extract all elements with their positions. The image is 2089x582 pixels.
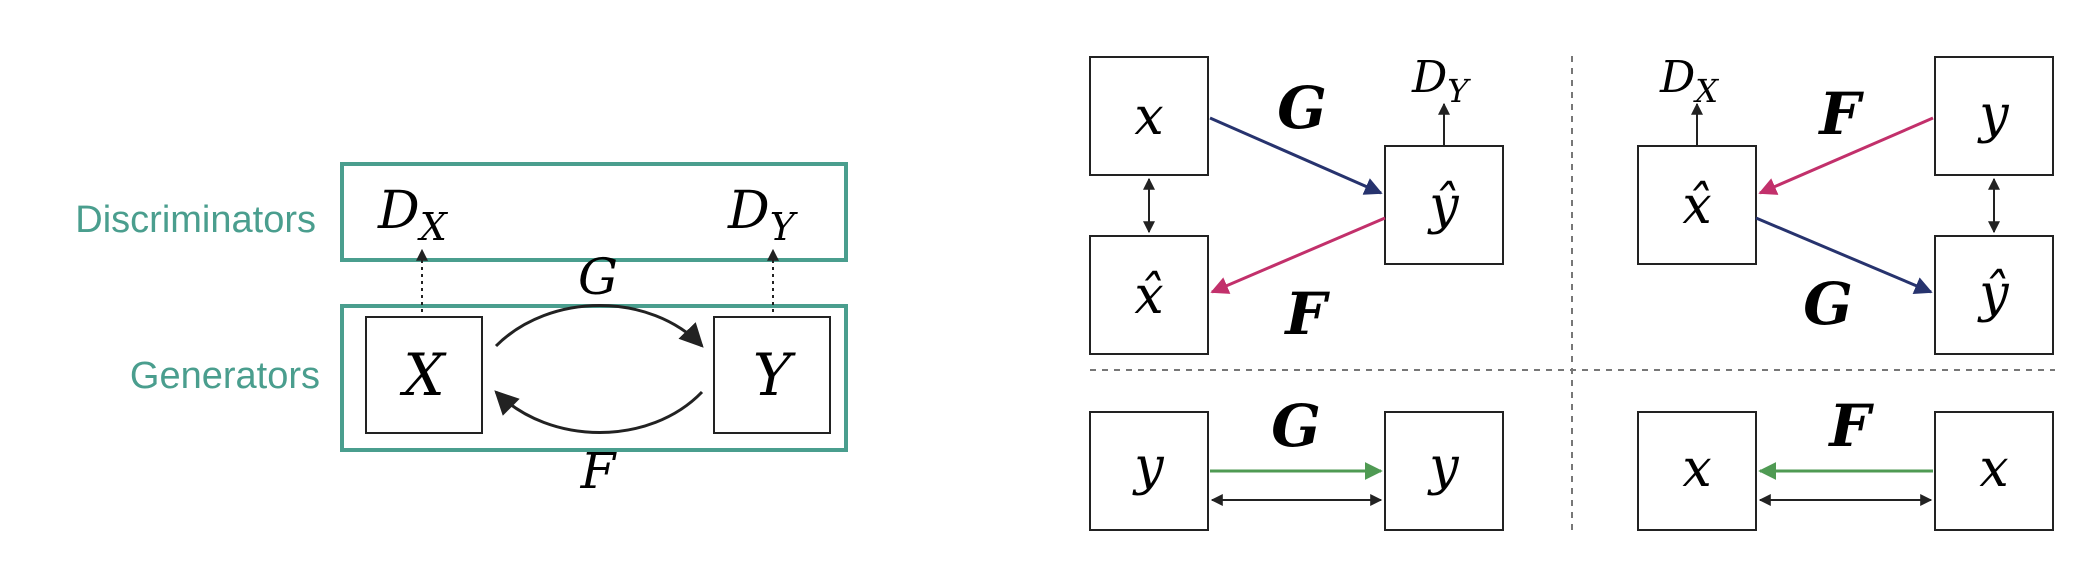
node-y-label: Y — [753, 341, 796, 409]
bl-label-g: G — [1271, 392, 1321, 460]
arrow-g-x-to-y — [494, 304, 704, 348]
tr-label-g: G — [1803, 270, 1853, 338]
tl-box-y-hat — [1384, 145, 1504, 265]
br-box-x-right — [1934, 411, 2054, 531]
tl-label-dy: DY — [1411, 52, 1471, 110]
label-f: F — [580, 442, 618, 500]
bl-y-right-label: y — [1427, 437, 1459, 497]
bl-box-y-right — [1384, 411, 1504, 531]
discriminator-dy: DY — [727, 181, 799, 249]
tr-label-f: F — [1817, 80, 1864, 148]
right-diagram: x x̂ ŷ G F DY y ŷ x̂ — [1089, 52, 2055, 532]
quadrant-bottom-left: y y G — [1089, 392, 1504, 531]
tr-arrow-g — [1755, 216, 1933, 294]
discriminator-dx: DX — [377, 181, 449, 249]
br-x-left-label: x — [1682, 439, 1711, 499]
tr-arrow-f — [1758, 116, 1934, 195]
arrow-f-y-to-x — [494, 390, 704, 434]
discriminators-box — [340, 162, 848, 262]
node-x-label: X — [399, 341, 447, 409]
tr-box-y-hat — [1934, 235, 2054, 355]
generators-label: Generators — [130, 355, 320, 397]
tl-box-x-hat — [1089, 235, 1209, 355]
left-diagram: Discriminators Generators DX DY X Y G F — [75, 162, 848, 500]
discriminators-label: Discriminators — [75, 199, 316, 241]
node-y-box — [713, 316, 831, 434]
bl-y-left-label: y — [1132, 437, 1164, 497]
tl-box-x — [1089, 56, 1209, 176]
bl-box-y-left — [1089, 411, 1209, 531]
node-x-box — [365, 316, 483, 434]
br-x-right-label: x — [1979, 439, 2008, 499]
tl-label-f: F — [1283, 280, 1330, 348]
br-label-f: F — [1827, 392, 1874, 460]
tl-x-label: x — [1134, 87, 1163, 147]
tl-label-g: G — [1277, 74, 1327, 142]
quadrant-top-left: x x̂ ŷ G F DY — [1089, 52, 1504, 355]
br-box-x-left — [1637, 411, 1757, 531]
tr-y-hat-label: ŷ — [1977, 264, 2009, 324]
label-g: G — [578, 248, 618, 306]
tr-label-dx: DX — [1659, 52, 1719, 110]
quadrant-bottom-right: x x F — [1637, 392, 2054, 531]
quadrant-top-right: y ŷ x̂ F G DX — [1637, 52, 2054, 355]
tl-arrow-f — [1210, 216, 1386, 294]
tr-x-hat-label: x̂ — [1682, 176, 1711, 236]
tr-box-y — [1934, 56, 2054, 176]
tl-y-hat-label: ŷ — [1427, 176, 1459, 236]
tl-arrow-g — [1209, 116, 1383, 195]
tr-y-label: y — [1977, 85, 2009, 145]
tl-x-hat-label: x̂ — [1134, 266, 1163, 326]
tr-box-x-hat — [1637, 145, 1757, 265]
